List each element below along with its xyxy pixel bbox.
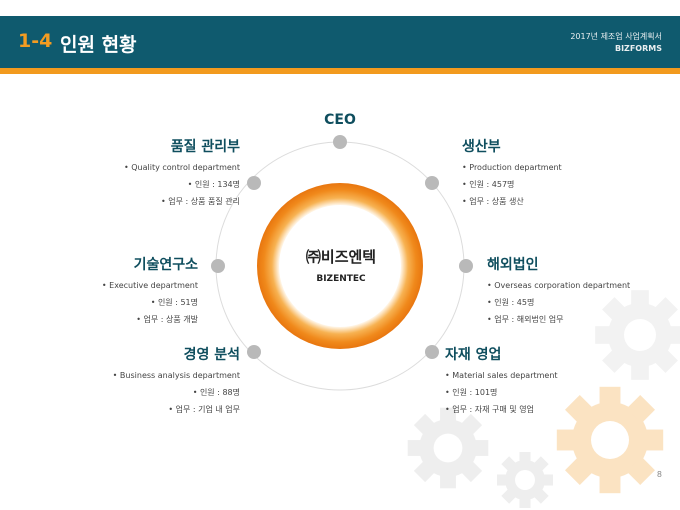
dept-name: 경영 분석 bbox=[183, 347, 240, 363]
dept-staff: • 인원 : 134명 bbox=[187, 180, 240, 189]
page-number: 8 bbox=[656, 470, 662, 479]
header-bar bbox=[0, 16, 680, 68]
dept-duty: • 업무 : 상품 개발 bbox=[136, 315, 198, 324]
dept-production: 생산부 • Production department • 인원 : 457명 … bbox=[462, 137, 562, 210]
dept-english-name: • Quality control department bbox=[124, 163, 240, 172]
dept-name: 해외법인 bbox=[487, 257, 539, 273]
dept-english-name: • Executive department bbox=[101, 281, 198, 290]
dept-duty: • 업무 : 자재 구매 및 영업 bbox=[445, 405, 534, 414]
dept-staff: • 인원 : 45명 bbox=[487, 298, 535, 307]
dept-name: 기술연구소 bbox=[133, 257, 198, 273]
node-quality bbox=[247, 176, 261, 190]
dept-material-sales: 자재 영업 • Material sales department • 인원 :… bbox=[445, 345, 558, 418]
company-name: ㈜비즈엔텍 bbox=[305, 248, 377, 266]
dept-name: 품질 관리부 bbox=[170, 139, 240, 155]
ceo-label: CEO bbox=[324, 112, 356, 128]
dept-english-name: • Overseas corporation department bbox=[487, 281, 631, 290]
center-disc bbox=[279, 205, 401, 327]
dept-duty: • 업무 : 상품 생산 bbox=[462, 197, 524, 206]
dept-overseas: 해외법인 • Overseas corporation department •… bbox=[487, 255, 630, 328]
header-accent-stripe bbox=[0, 68, 680, 74]
dept-duty: • 업무 : 기업 내 업무 bbox=[168, 405, 240, 414]
document-title: 2017년 제조업 사업계획서 bbox=[570, 32, 662, 41]
node-analysis bbox=[247, 345, 261, 359]
dept-english-name: • Material sales department bbox=[445, 371, 558, 380]
node-production bbox=[425, 176, 439, 190]
brand-label: BIZFORMS bbox=[614, 44, 662, 53]
section-number: 1-4 bbox=[18, 30, 53, 52]
dept-duty: • 업무 : 상품 품질 관리 bbox=[160, 197, 240, 206]
dept-staff: • 인원 : 51명 bbox=[150, 298, 198, 307]
node-materials bbox=[425, 345, 439, 359]
dept-business-analysis: 경영 분석 • Business analysis department • 인… bbox=[113, 345, 240, 418]
dept-quality-control: 품질 관리부 • Quality control department • 인원… bbox=[124, 137, 240, 210]
dept-name: 생산부 bbox=[462, 139, 501, 155]
dept-research-lab: 기술연구소 • Executive department • 인원 : 51명 … bbox=[102, 255, 198, 328]
dept-english-name: • Production department bbox=[462, 163, 562, 172]
dept-staff: • 인원 : 457명 bbox=[462, 180, 515, 189]
node-research bbox=[211, 259, 225, 273]
dept-english-name: • Business analysis department bbox=[112, 371, 240, 380]
dept-staff: • 인원 : 101명 bbox=[445, 388, 498, 397]
dept-name: 자재 영업 bbox=[445, 347, 502, 363]
node-ceo bbox=[333, 135, 347, 149]
section-title: 인원 현황 bbox=[60, 34, 137, 56]
dept-duty: • 업무 : 해외법인 업무 bbox=[487, 315, 564, 324]
node-overseas bbox=[459, 259, 473, 273]
company-name-english: BIZENTEC bbox=[316, 274, 366, 284]
dept-staff: • 인원 : 88명 bbox=[192, 388, 240, 397]
